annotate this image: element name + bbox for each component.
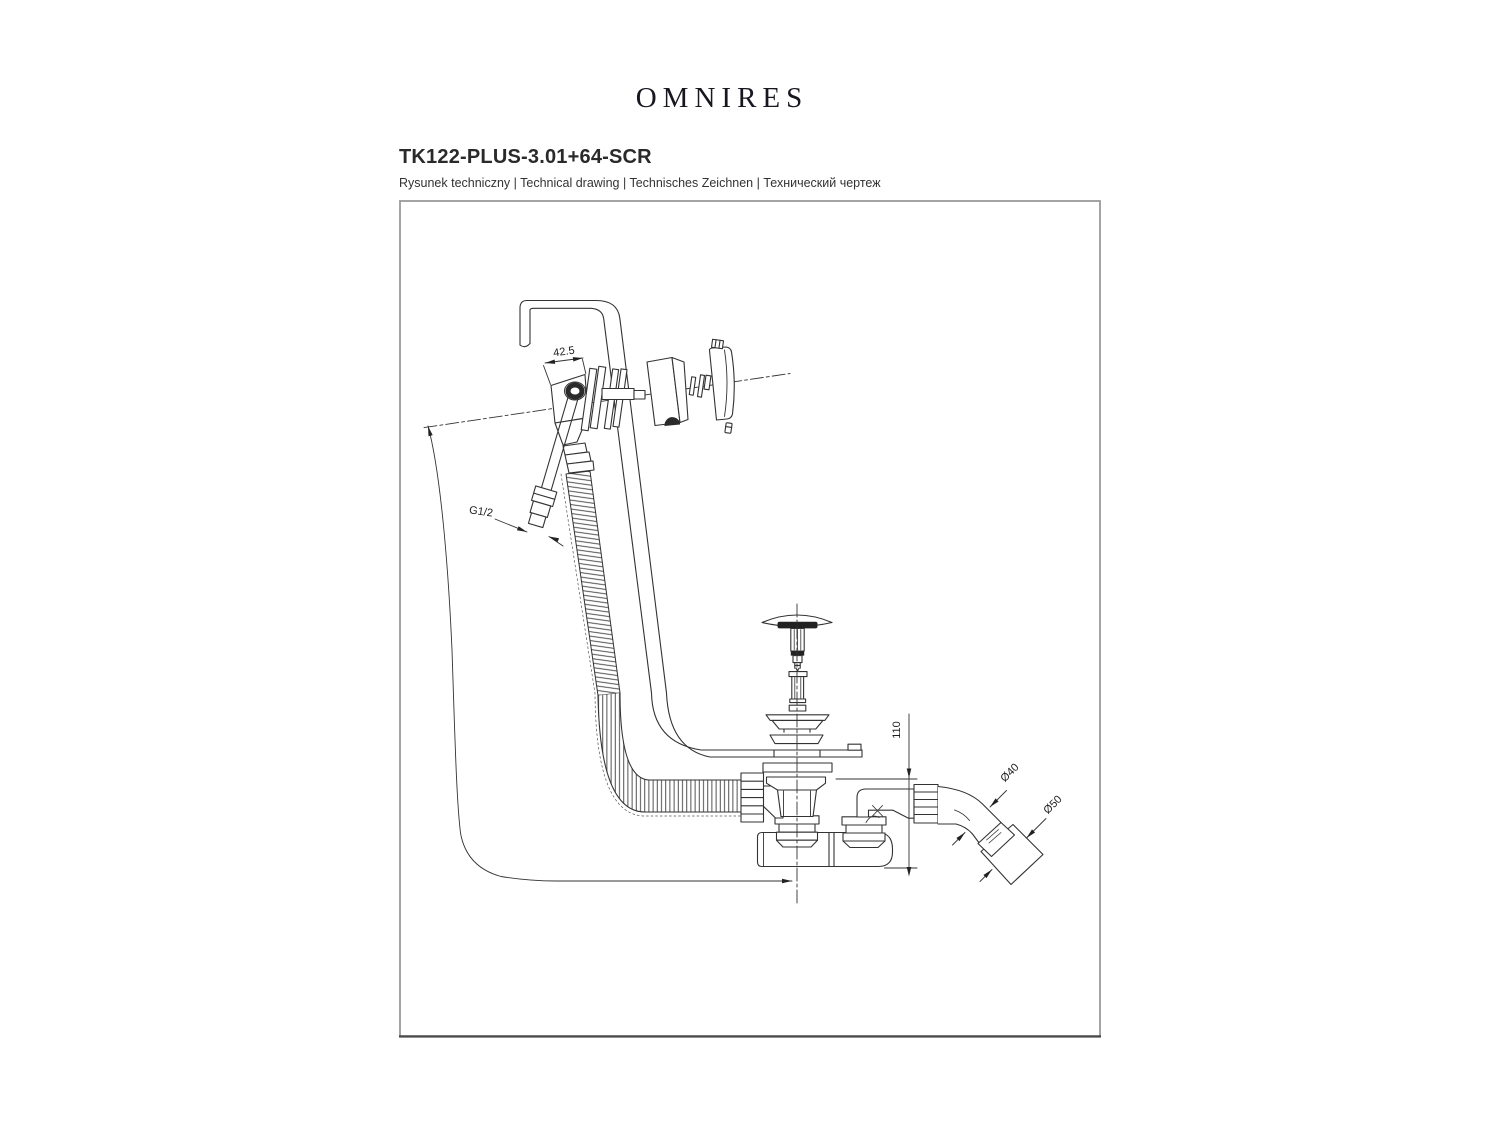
siphon-assembly — [740, 772, 939, 868]
product-code: TK122-PLUS-3.01+64-SCR — [399, 146, 652, 168]
drawing-frame — [399, 200, 1101, 1038]
dim-42-5-lines — [543, 357, 587, 385]
g12-leader — [494, 518, 564, 547]
dim-50-lines — [979, 818, 1047, 882]
dim-40-lines — [952, 790, 1007, 846]
bathtub-outline — [519, 299, 863, 758]
shower-hose — [527, 396, 579, 529]
overflow-port-ring — [564, 381, 586, 401]
overflow-exploded-parts — [580, 338, 735, 434]
tub-contour-dimension-line — [427, 425, 793, 884]
drawing-caption: Rysunek techniczny | Technical drawing |… — [399, 176, 881, 190]
dim-label-height-110: 110 — [891, 721, 903, 739]
outlet-pipe — [937, 785, 1044, 886]
brand-logo: OMNIRES — [635, 82, 809, 114]
dim-110-lines — [835, 713, 918, 877]
corrugated-overflow-hose — [560, 470, 742, 817]
